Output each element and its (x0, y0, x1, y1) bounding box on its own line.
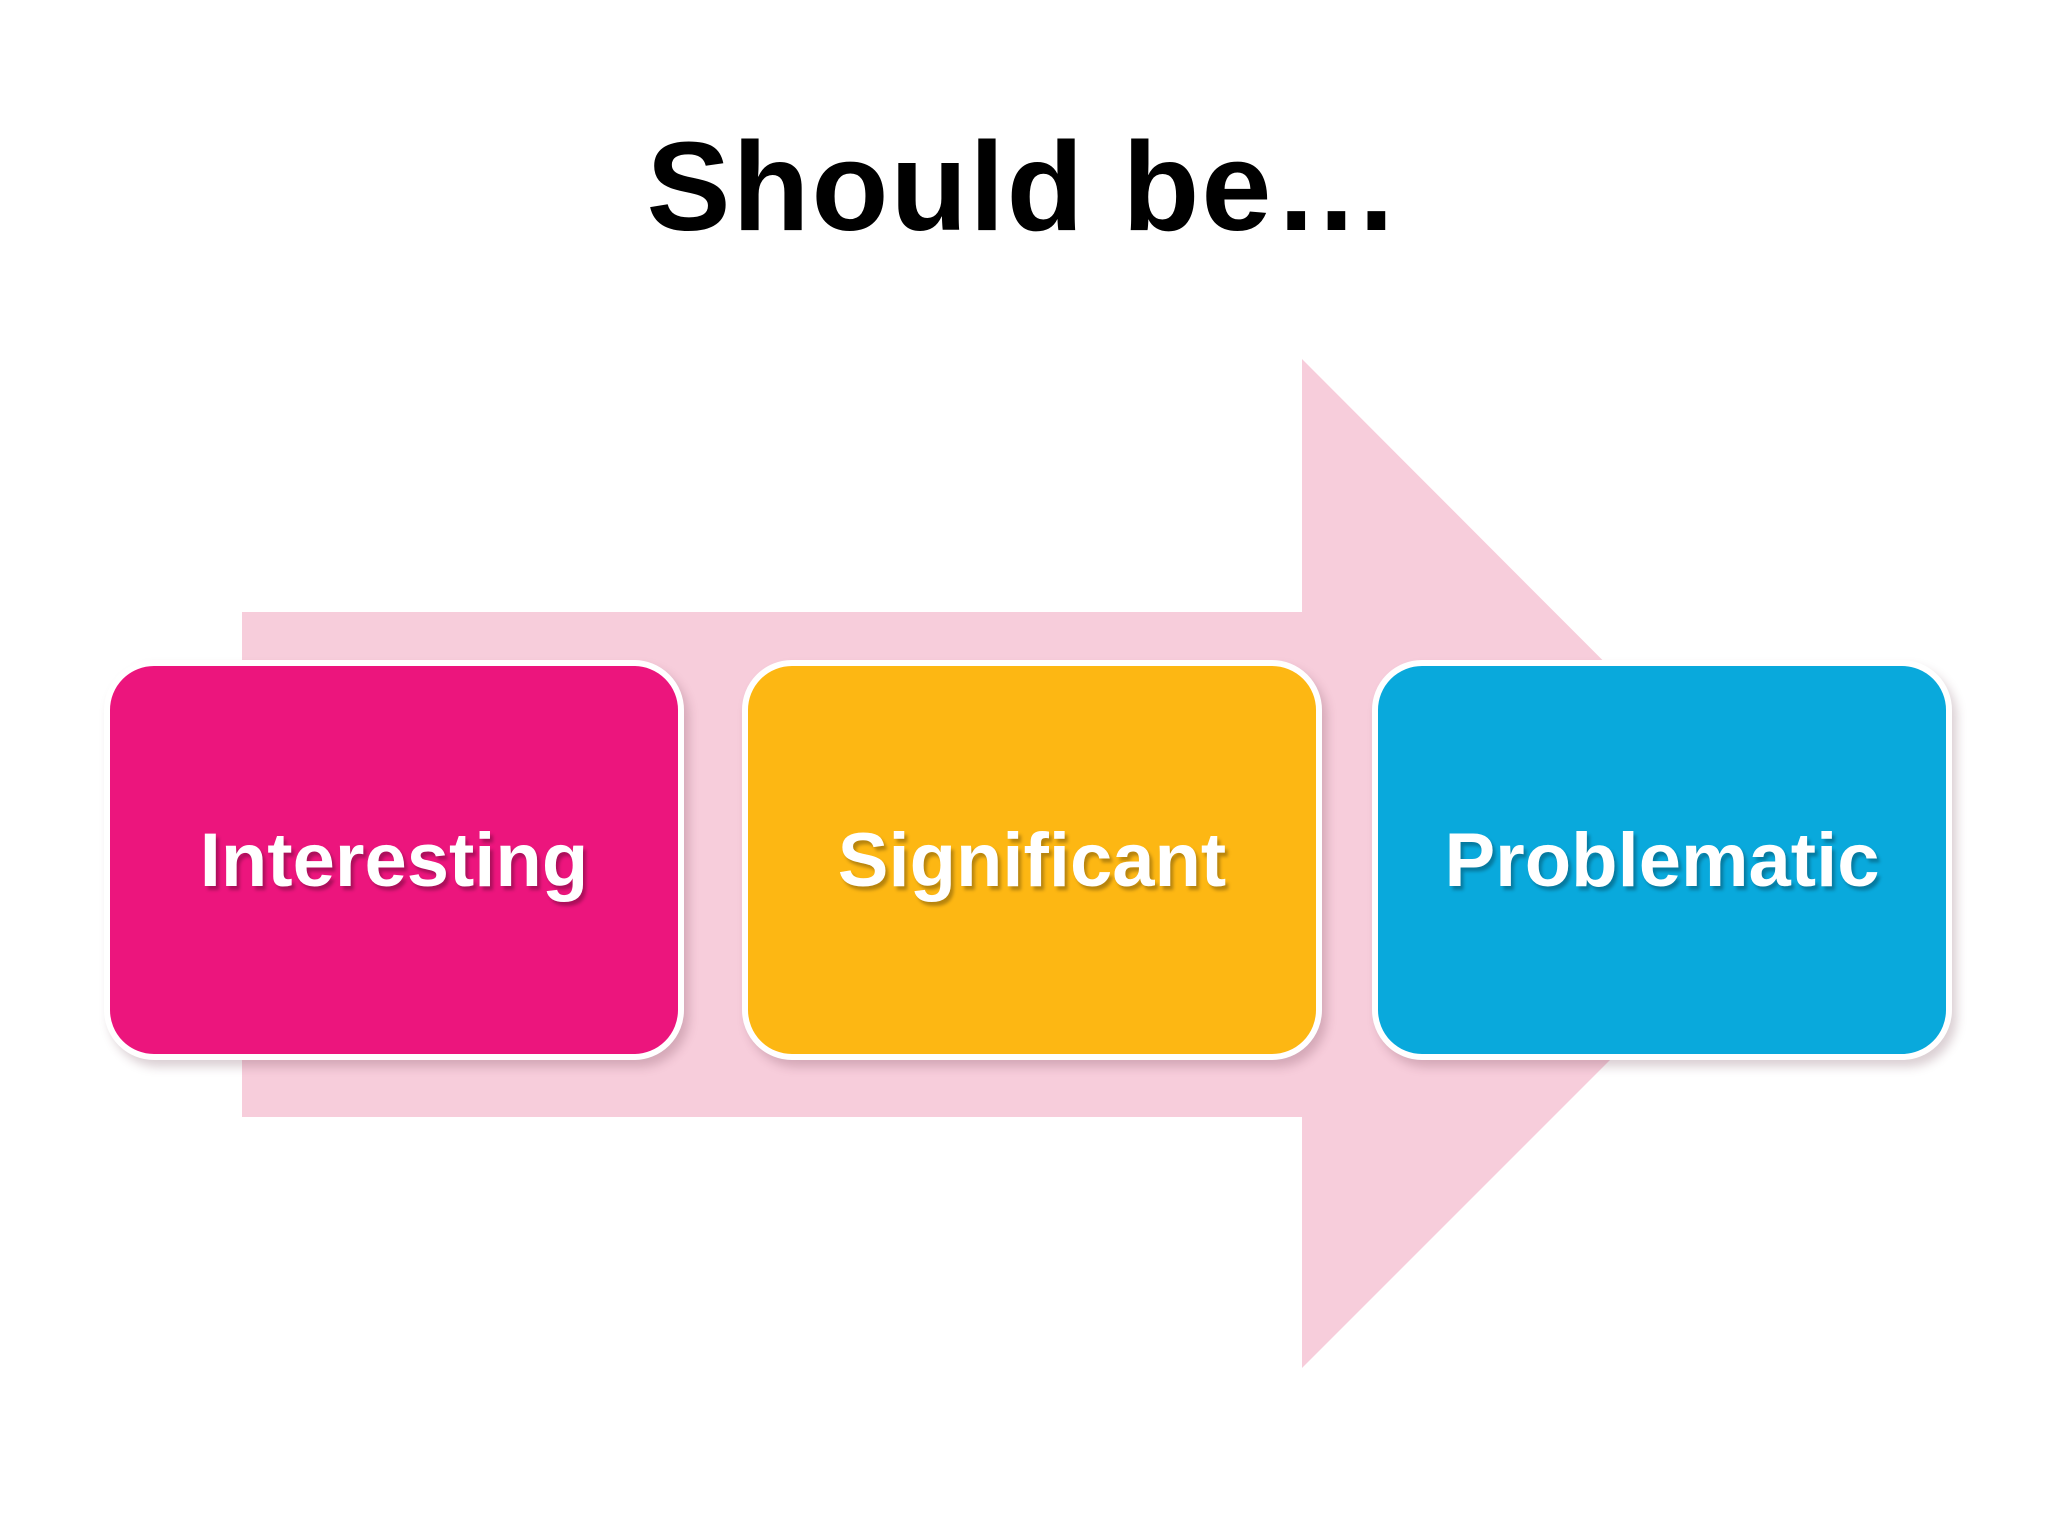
step-label-problematic: Problematic (1444, 817, 1880, 903)
step-box-significant: Significant (742, 660, 1322, 1060)
step-box-interesting: Interesting (104, 660, 684, 1060)
slide-title: Should be… (646, 116, 1402, 257)
step-label-interesting: Interesting (199, 817, 589, 903)
step-box-problematic: Problematic (1372, 660, 1952, 1060)
step-label-significant: Significant (837, 817, 1227, 903)
